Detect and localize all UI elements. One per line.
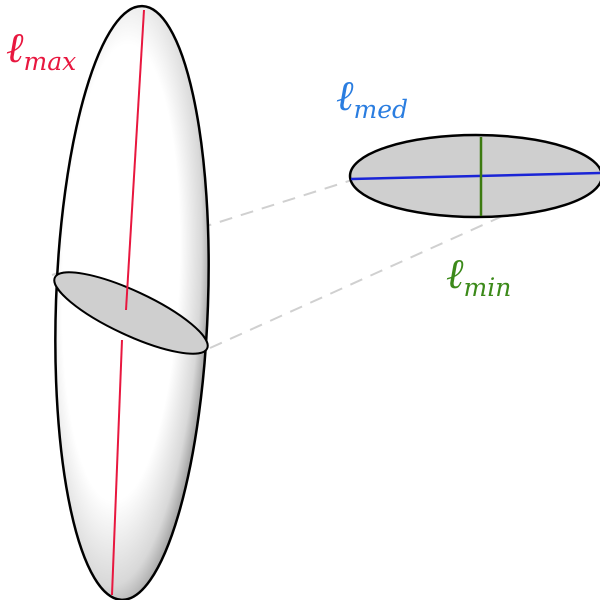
- label-l-max: ℓmax: [6, 23, 76, 76]
- major-axis-lower: [111, 339, 123, 596]
- cross-section: [53, 271, 209, 355]
- label-l-med: ℓmed: [336, 71, 408, 124]
- major-axis-upper: [125, 9, 145, 311]
- label-l-min: ℓmin: [446, 249, 511, 302]
- section-ellipse-group: [348, 133, 600, 219]
- medium-axis: [350, 171, 600, 181]
- ellipsoid: [53, 4, 210, 600]
